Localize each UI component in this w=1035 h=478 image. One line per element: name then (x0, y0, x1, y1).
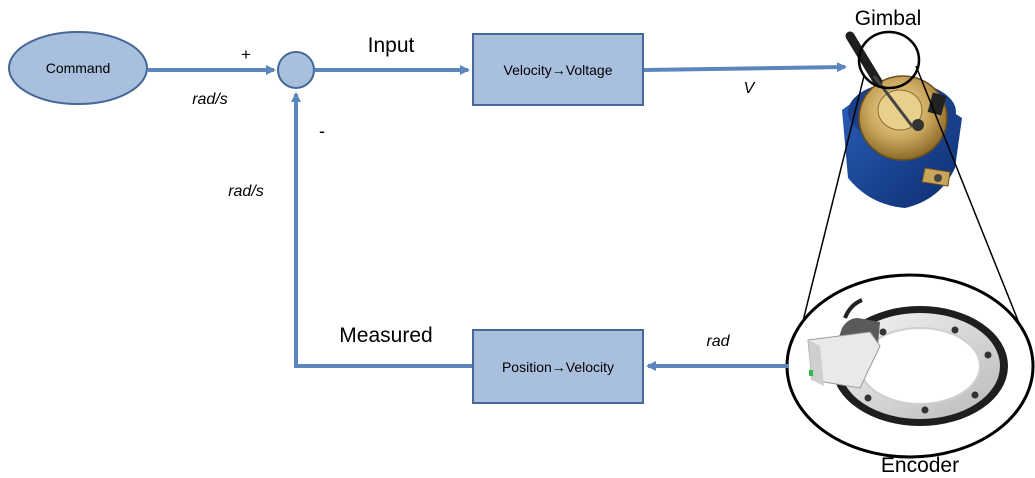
zoom-line-left (799, 75, 865, 334)
feedback-arrow (291, 92, 472, 368)
command-label: Command (46, 60, 111, 76)
encoder-label: Encoder (881, 454, 959, 477)
gimbal-label: Gimbal (855, 7, 922, 30)
command-node: Command (8, 31, 148, 105)
feedback-units-label: rad/s (228, 183, 264, 200)
command-units-label: rad/s (192, 91, 228, 108)
rad-signal-label: rad (706, 333, 730, 350)
voltage-signal-label: V (744, 80, 756, 97)
velocity-to-voltage-label: Velocity→Voltage (504, 62, 613, 78)
input-label: Input (368, 34, 415, 57)
plus-sign: + (241, 45, 251, 64)
encoder-icon (807, 298, 1008, 426)
position-to-velocity-label: Position→Velocity (502, 359, 614, 375)
minus-sign: - (319, 121, 325, 141)
summing-junction (277, 51, 315, 89)
velocity-to-voltage-block: Velocity→Voltage (472, 33, 644, 106)
measured-label: Measured (339, 324, 432, 347)
voltage-to-gimbal-arrow (643, 62, 847, 73)
gimbal-zoom-circle (857, 30, 921, 90)
gimbal-icon (842, 31, 962, 208)
zoom-line-right (915, 65, 1028, 344)
position-to-velocity-block: Position→Velocity (472, 329, 644, 404)
